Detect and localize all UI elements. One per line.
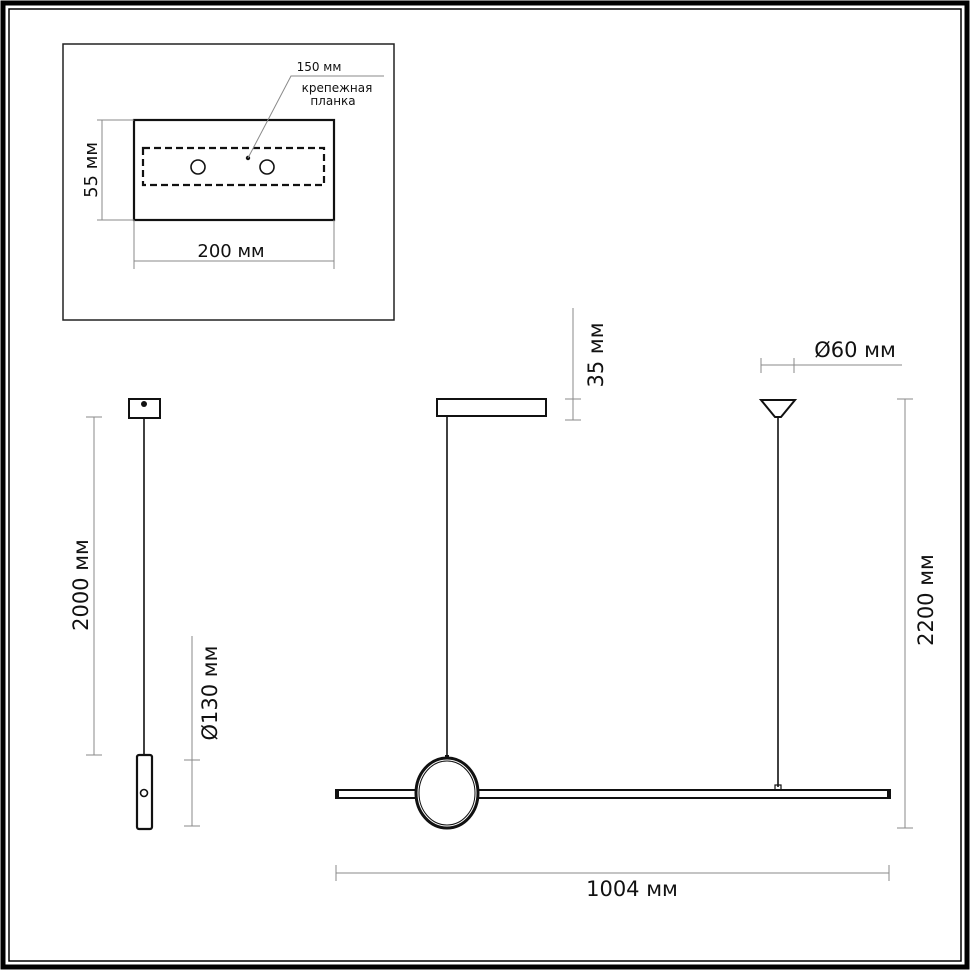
total-height-2200-label: 2200 мм <box>914 554 938 646</box>
side-view: 2000 мм Ø130 мм <box>69 398 222 831</box>
bar-end-left <box>335 789 339 799</box>
front-canopy-flat <box>436 398 547 417</box>
width-200-label: 200 мм <box>197 241 264 262</box>
side-lamp-body <box>135 753 154 831</box>
inner-frame <box>8 8 962 962</box>
mounting-plate-dashed <box>141 146 326 187</box>
inset-border <box>62 43 395 321</box>
front-canopy-cone <box>758 399 798 418</box>
ring-clip <box>445 755 449 759</box>
diameter-130-label: Ø130 мм <box>198 646 222 741</box>
canopy-plate-outline <box>132 118 336 222</box>
height-55-label: 55 мм <box>81 142 102 198</box>
plate-name-line1: крепежная <box>302 81 373 95</box>
height-2000-label: 2000 мм <box>69 539 93 631</box>
plate-name-line2: планка <box>310 94 355 108</box>
mount-detail-inset: 150 мм крепежная планка 55 мм 200 мм <box>62 43 395 321</box>
screw-hole-right <box>259 159 275 175</box>
side-lamp-joint <box>139 788 149 798</box>
leader-line <box>247 75 384 159</box>
front-ring-light <box>414 756 480 830</box>
bar-clip-right <box>774 784 782 791</box>
front-view: 35 мм Ø60 мм 2200 мм 1004 мм <box>335 308 938 901</box>
plate-width-label: 150 мм <box>297 60 342 74</box>
canopy-diameter-60-label: Ø60 мм <box>814 338 896 362</box>
screw-hole-left <box>190 159 206 175</box>
bar-end-right <box>887 789 891 799</box>
side-canopy-dot <box>141 401 147 407</box>
length-1004-label: 1004 мм <box>586 877 678 901</box>
canopy-height-35-label: 35 мм <box>584 322 608 387</box>
front-ring-inner <box>418 760 476 826</box>
